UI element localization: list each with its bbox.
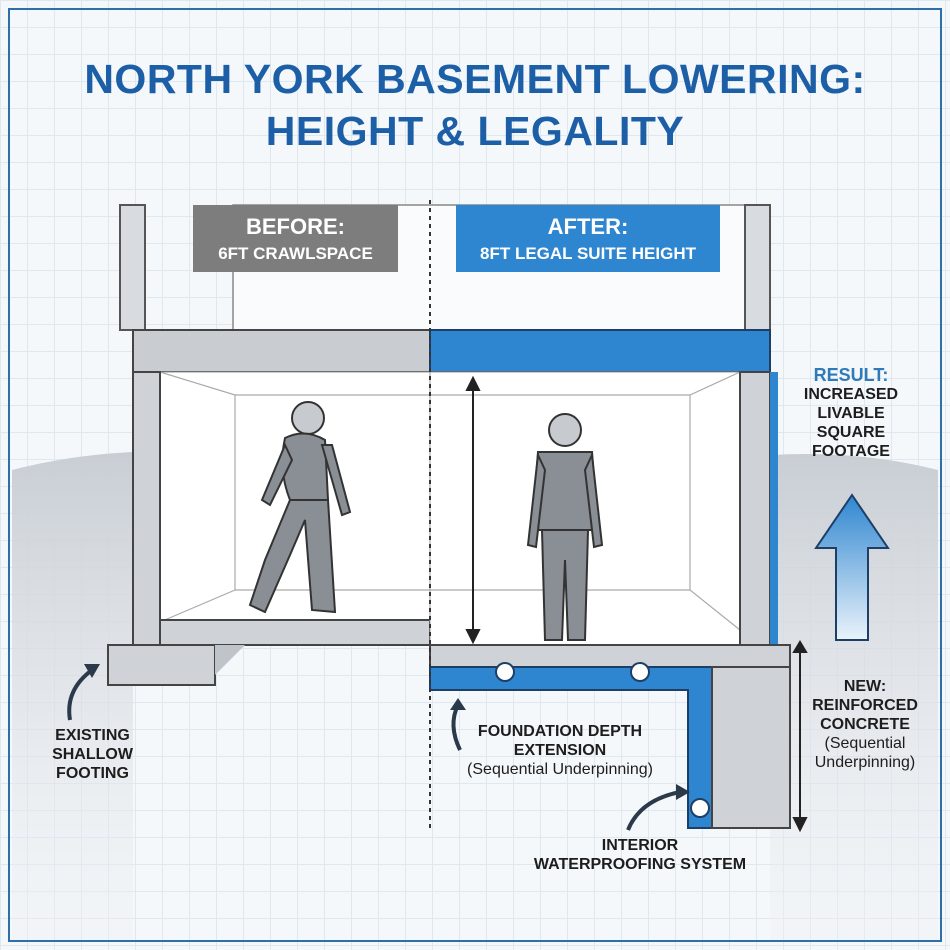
result-label: RESULT: INCREASED LIVABLE SQUARE FOOTAGE [790, 366, 912, 461]
before-caption: 6FT CRAWLSPACE [218, 243, 373, 263]
result-line: INCREASED [803, 386, 899, 403]
wall-left [132, 371, 161, 646]
title-line-2: HEIGHT & LEGALITY [265, 108, 685, 154]
label-line: FOUNDATION DEPTH [477, 723, 643, 740]
label-line: EXISTING [55, 727, 130, 744]
result-heading: RESULT: [813, 365, 889, 385]
before-heading: BEFORE: [246, 213, 345, 239]
label-line: FOOTING [56, 765, 129, 782]
label-line: SHALLOW [52, 746, 133, 763]
after-heading: AFTER: [547, 213, 629, 239]
result-line: LIVABLE [817, 405, 885, 422]
new-reinforced-concrete [711, 666, 791, 829]
title-line-1: NORTH YORK BASEMENT LOWERING: [84, 56, 866, 102]
after-caption: 8FT LEGAL SUITE HEIGHT [480, 243, 696, 263]
label-subtext: Underpinning) [814, 754, 916, 771]
label-line: REINFORCED [812, 697, 918, 714]
siding-left [119, 204, 146, 331]
drain-icon [495, 662, 515, 682]
label-subtext: (Sequential Underpinning) [467, 761, 653, 778]
floor-joist-after [429, 329, 771, 373]
ground-right [770, 454, 938, 940]
label-line: CONCRETE [820, 716, 910, 733]
drain-icon [630, 662, 650, 682]
result-up-arrow-icon [814, 493, 890, 641]
result-line: SQUARE [816, 424, 886, 441]
standing-person-figure [526, 413, 604, 641]
result-line: FOOTAGE [812, 443, 890, 460]
callout-arrowheads [84, 664, 690, 800]
sump-icon [690, 798, 710, 818]
siding-right [744, 204, 771, 331]
exterior-membrane [770, 372, 778, 645]
existing-footing-label: EXISTING SHALLOW FOOTING [35, 726, 150, 783]
foundation-extension-label: FOUNDATION DEPTH EXTENSION (Sequential U… [460, 722, 660, 779]
waterproofing-label: INTERIOR WATERPROOFING SYSTEM [520, 836, 760, 874]
footing-shadow [215, 645, 245, 675]
height-dimension-arrow [465, 375, 481, 645]
new-concrete-label: NEW: REINFORCED CONCRETE (Sequential Und… [800, 677, 930, 772]
diagram-frame [8, 8, 942, 942]
label-line: INTERIOR [601, 837, 679, 854]
label-line: WATERPROOFING SYSTEM [533, 856, 747, 873]
label-subtext: (Sequential [824, 735, 906, 752]
depth-dimension-arrow [792, 640, 808, 833]
label-line: NEW: [843, 678, 887, 695]
label-line: EXTENSION [513, 742, 607, 759]
after-label-box: AFTER: 8FT LEGAL SUITE HEIGHT [456, 205, 720, 272]
crouching-person-figure [248, 401, 352, 614]
before-label-box: BEFORE: 6FT CRAWLSPACE [193, 205, 398, 272]
